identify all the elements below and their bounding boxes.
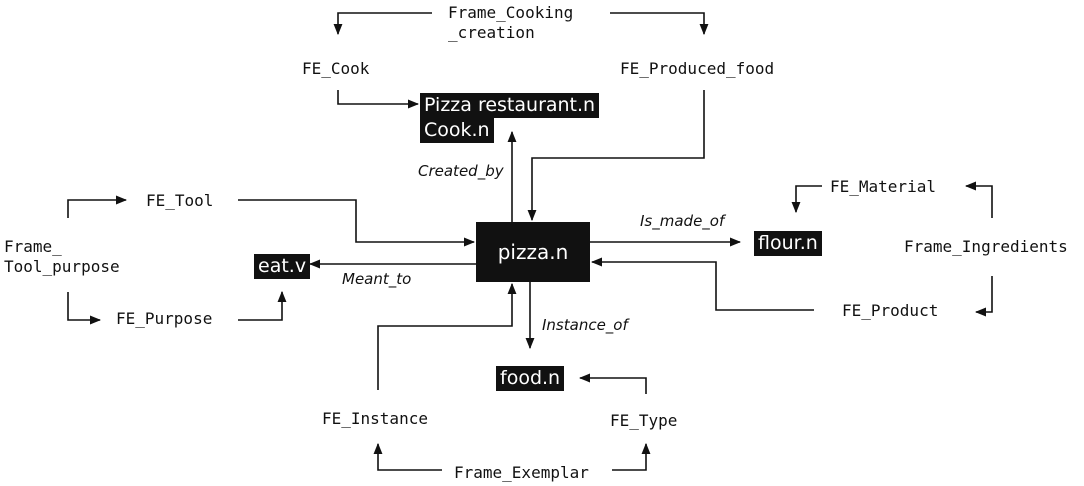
fe-cook: FE_Cook xyxy=(302,59,370,78)
edge-cook-to-pizza-restaurant xyxy=(337,90,420,109)
edge-exemplar-to-instance xyxy=(373,442,442,471)
edge-ingredients-to-material xyxy=(964,181,993,218)
edge-product-to-pizza xyxy=(590,257,814,311)
concept-food: food.n xyxy=(496,366,565,391)
fe-instance: FE_Instance xyxy=(322,409,428,428)
frame-cooking-creation-line1: Frame_Cooking xyxy=(448,3,574,22)
concept-pizza-restaurant: Pizza restaurant.n xyxy=(420,93,600,118)
fe-tool: FE_Tool xyxy=(146,191,214,210)
edge-cooking-to-produced-food xyxy=(610,12,709,36)
edge-material-to-flour xyxy=(791,185,822,214)
edge-type-to-food xyxy=(578,373,647,394)
relation-instance-of: Instance_of xyxy=(542,316,628,334)
concept-eat: eat.v xyxy=(254,254,311,279)
edge-ingredients-to-product xyxy=(974,276,993,317)
frame-cooking-creation-line2: _creation xyxy=(448,23,535,42)
edge-purpose-to-eat xyxy=(238,290,287,321)
relation-meant-to: Meant_to xyxy=(342,270,412,288)
fe-produced-food: FE_Produced_food xyxy=(620,59,775,78)
fe-product: FE_Product xyxy=(842,301,939,320)
edge-produced-food-to-pizza xyxy=(527,90,705,222)
fe-purpose: FE_Purpose xyxy=(116,309,213,328)
edge-toolpurpose-to-tool xyxy=(67,195,128,218)
fe-material: FE_Material xyxy=(830,177,936,196)
edge-instance-to-pizza xyxy=(377,282,517,390)
concept-cook: Cook.n xyxy=(420,118,494,143)
concept-flour: flour.n xyxy=(754,231,822,256)
edge-exemplar-to-type xyxy=(612,442,651,471)
frame-ingredients: Frame_Ingredients xyxy=(904,237,1068,256)
concept-pizza: pizza.n xyxy=(476,222,590,282)
edge-toolpurpose-to-purpose xyxy=(67,292,102,325)
relation-created-by: Created_by xyxy=(418,162,504,180)
edge-tool-to-pizza xyxy=(238,199,476,247)
edge-cooking-to-cook xyxy=(333,12,432,36)
frame-exemplar: Frame_Exemplar xyxy=(454,463,589,482)
frame-tool-purpose-line1: Frame_ xyxy=(4,237,62,256)
fe-type: FE_Type xyxy=(610,411,678,430)
relation-is-made-of: Is_made_of xyxy=(640,212,725,230)
frame-tool-purpose-line2: Tool_purpose xyxy=(4,257,120,276)
